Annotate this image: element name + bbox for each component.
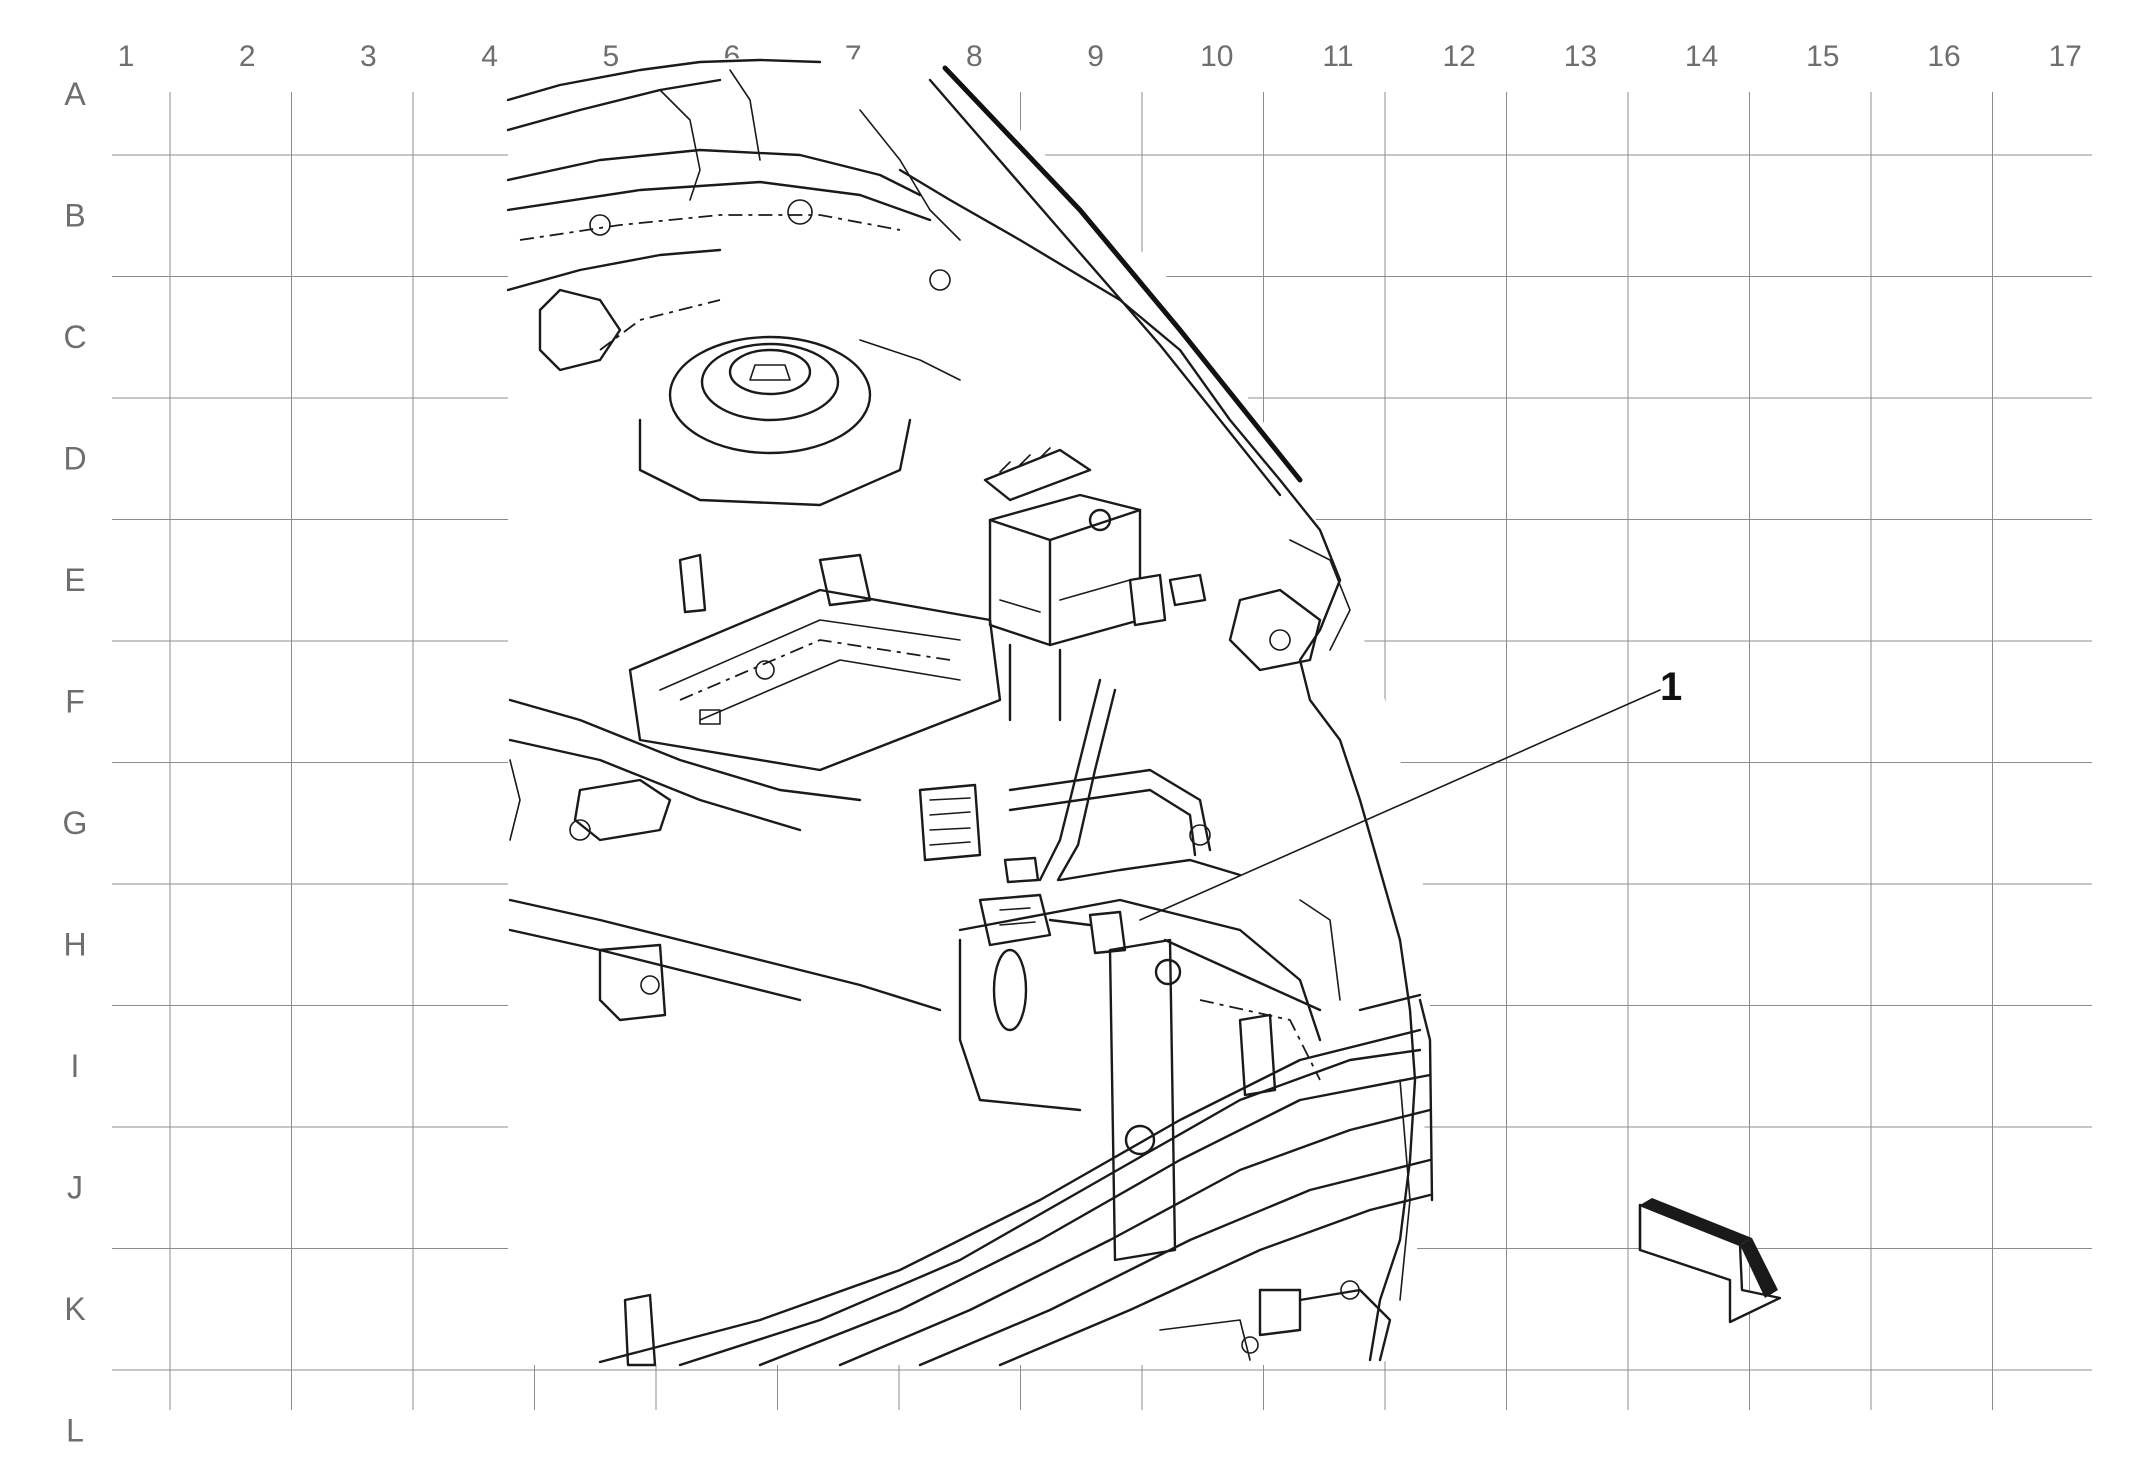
strut-tower (599, 299, 961, 507)
column-label: 8 (966, 40, 983, 73)
relay-block (983, 447, 1207, 722)
row-label: E (64, 562, 85, 598)
row-label: L (66, 1413, 84, 1449)
radiator-support (958, 898, 1341, 1262)
column-label: 3 (360, 40, 377, 73)
column-label: 14 (1685, 40, 1718, 73)
column-label: 2 (239, 40, 256, 73)
row-labels: A B C D E F G H I J K L (63, 76, 88, 1449)
column-label: 15 (1806, 40, 1839, 73)
fender-edge (898, 65, 1417, 1362)
callout-leader-1 (1139, 689, 1661, 921)
row-label: J (67, 1170, 83, 1206)
column-label: 5 (602, 40, 619, 73)
row-label: B (64, 198, 85, 234)
view-direction-arrow-icon (1638, 1198, 1782, 1324)
column-label: 10 (1200, 40, 1233, 73)
lower-structure (623, 1079, 1411, 1367)
column-label: 16 (1927, 40, 1960, 73)
column-label: 4 (481, 40, 498, 73)
wiring-harness (918, 678, 1242, 884)
callout-label-1: 1 (1660, 665, 1682, 709)
bumper-bar (598, 993, 1434, 1367)
column-label: 1 (118, 40, 135, 73)
column-label: 9 (1087, 40, 1104, 73)
front-end-illustration (506, 58, 1661, 1367)
row-label: D (63, 441, 86, 477)
column-label: 12 (1443, 40, 1476, 73)
upper-structure (506, 58, 961, 372)
row-label: A (64, 76, 86, 112)
row-label: C (63, 319, 86, 355)
column-label: 17 (2049, 40, 2082, 73)
column-label: 11 (1322, 40, 1353, 73)
column-label: 13 (1564, 40, 1597, 73)
row-label: H (63, 927, 86, 963)
battery-tray (628, 553, 1002, 772)
row-label: F (65, 684, 85, 720)
row-label: I (71, 1048, 80, 1084)
row-label: G (63, 805, 88, 841)
row-label: K (64, 1291, 85, 1327)
frame-rail (508, 698, 942, 1022)
